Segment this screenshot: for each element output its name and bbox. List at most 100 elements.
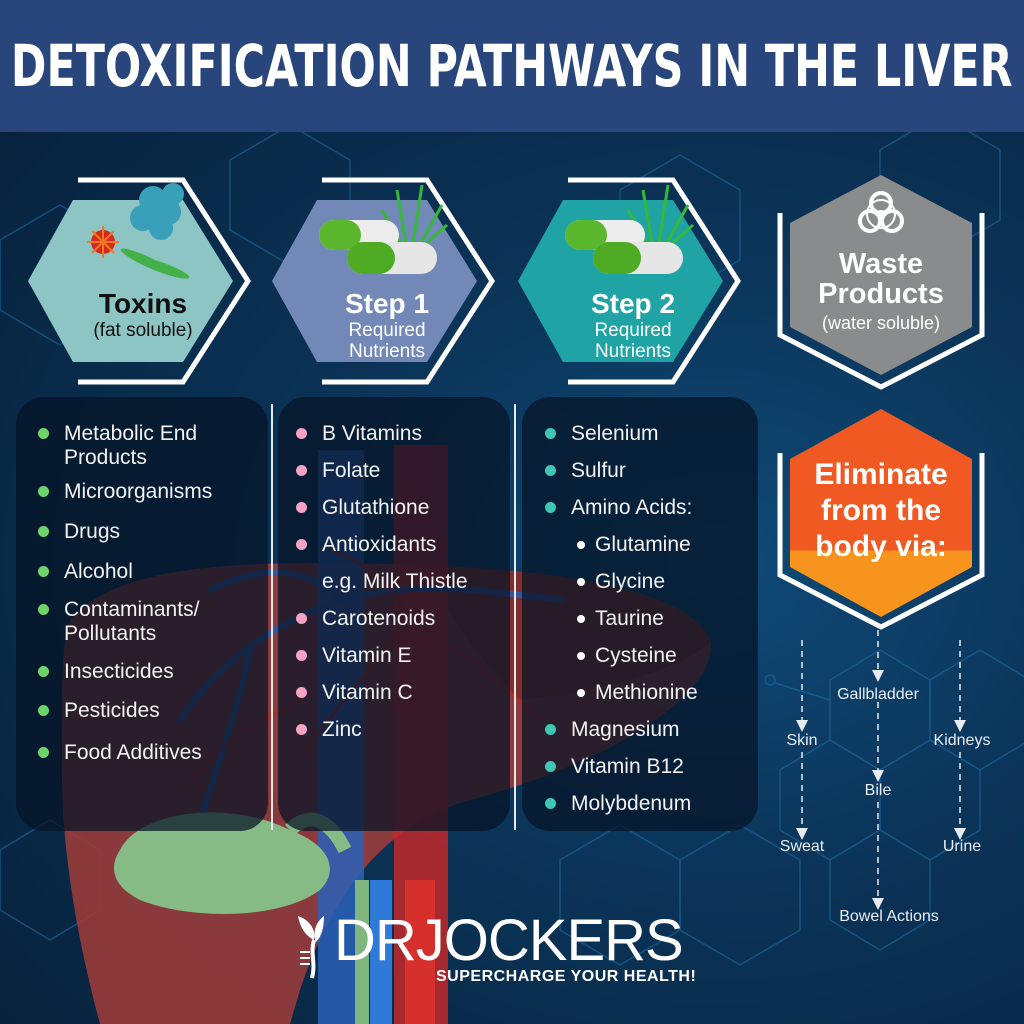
bullet-icon [38, 705, 49, 716]
route-skin: Skin [786, 732, 818, 749]
leaf-dna-icon [298, 916, 324, 979]
route-kidneys: Kidneys [933, 732, 991, 749]
list-item: Zinc [296, 718, 506, 742]
step1-panel [278, 397, 510, 831]
list-item: Food Additives [38, 741, 266, 765]
drjockers-logo: DRJOCKERS SUPERCHARGE YOUR HEALTH! [290, 912, 710, 992]
bullet-icon [38, 747, 49, 758]
list-item-note: e.g. Milk Thistle [322, 570, 468, 593]
bullet-icon [545, 465, 556, 476]
step2-list: Selenium Sulfur Amino Acids: Glutamine G… [545, 422, 755, 816]
stage-subtitle-line1: Required [348, 320, 426, 341]
stage-step1: Step 1 Required Nutrients [272, 170, 502, 392]
bullet-icon [38, 604, 49, 615]
bullet-icon [296, 465, 307, 476]
sub-bullet-icon [577, 541, 585, 549]
biohazard-icon [858, 191, 904, 233]
sub-bullet-icon [577, 652, 585, 660]
stage-subtitle: Required Nutrients [518, 320, 748, 362]
microbes-icon [87, 183, 190, 279]
list-item: Molybdenum [545, 792, 755, 816]
list-item: Antioxidants [296, 533, 506, 557]
list-item: B Vitamins [296, 422, 506, 446]
bullet-icon [296, 613, 307, 624]
capsules-herb-icon [565, 184, 694, 274]
bullet-icon [38, 486, 49, 497]
column-divider [514, 404, 516, 830]
bullet-icon [545, 724, 556, 735]
stage-subtitle: (water soluble) [821, 313, 941, 333]
stage-title-line2: Products [818, 278, 944, 310]
step1-list: B Vitamins Folate Glutathione Antioxidan… [296, 422, 506, 742]
list-item: Carotenoids [296, 607, 506, 631]
eliminate-line1: Eliminate [814, 458, 948, 491]
stage-toxins: Toxins (fat soluble) [28, 170, 258, 392]
bullet-icon [545, 502, 556, 513]
stage-subtitle-line1: Required [594, 320, 672, 341]
sub-bullet-icon [577, 689, 585, 697]
step2-panel [522, 397, 758, 831]
bullet-icon [296, 428, 307, 439]
bullet-icon [38, 666, 49, 677]
route-urine: Urine [942, 838, 982, 855]
logo-wordmark: DRJOCKERS [334, 908, 684, 973]
toxins-list: Metabolic End Products Microorganisms Dr… [38, 422, 266, 765]
logo-tagline: SUPERCHARGE YOUR HEALTH! [436, 968, 697, 985]
sub-bullet-icon [577, 578, 585, 586]
stage-title: Waste Products [772, 249, 990, 309]
list-item: Folate [296, 459, 506, 483]
list-item: Insecticides [38, 660, 266, 684]
sub-list-item: Taurine [545, 607, 755, 631]
stage-title: Step 2 [590, 288, 676, 319]
bullet-icon [545, 428, 556, 439]
bullet-icon [296, 650, 307, 661]
bullet-icon [545, 798, 556, 809]
stage-title: Toxins [98, 288, 188, 319]
sub-list-item: Glycine [545, 570, 755, 594]
stage-subtitle-line2: Nutrients [348, 341, 426, 362]
route-bile: Bile [864, 782, 892, 799]
stage-title: Step 1 [344, 288, 430, 319]
title-banner: DETOXIFICATION PATHWAYS IN THE LIVER [0, 0, 1024, 132]
column-divider [271, 404, 273, 830]
list-item: Selenium [545, 422, 755, 446]
list-item: Glutathione [296, 496, 506, 520]
elimination-routes-arrows [796, 630, 966, 910]
list-item: Drugs [38, 520, 266, 544]
eliminate-line2: from the [821, 494, 941, 527]
list-item: Alcohol [38, 560, 266, 584]
toxins-panel [16, 397, 268, 831]
list-item: Amino Acids: [545, 496, 755, 520]
stage-step2: Step 2 Required Nutrients [518, 170, 748, 392]
sub-bullet-icon [577, 615, 585, 623]
list-item: Vitamin E [296, 644, 506, 668]
list-item: Contaminants/ [38, 598, 266, 622]
list-item-continuation: Pollutants [64, 622, 157, 645]
stage-waste: Waste Products (water soluble) [772, 165, 990, 395]
stage-subtitle: (fat soluble) [93, 320, 193, 341]
bullet-icon [545, 761, 556, 772]
sub-list-item: Glutamine [545, 533, 755, 557]
bullet-icon [38, 428, 49, 439]
sub-list-item: Cysteine [545, 644, 755, 668]
bullet-icon [296, 687, 307, 698]
bullet-icon [296, 539, 307, 550]
bullet-icon [38, 526, 49, 537]
list-item: Magnesium [545, 718, 755, 742]
list-item: Pesticides [38, 699, 266, 723]
list-item: Vitamin C [296, 681, 506, 705]
list-item: Microorganisms [38, 480, 266, 504]
bullet-icon [296, 724, 307, 735]
list-item-continuation: Products [64, 446, 147, 469]
sub-list-item: Methionine [545, 681, 755, 705]
bullet-icon [38, 566, 49, 577]
eliminate-line3: body via: [815, 530, 947, 563]
stage-subtitle-line2: Nutrients [594, 341, 672, 362]
list-item: Vitamin B12 [545, 755, 755, 779]
eliminate-text: Eliminate from the body via: [772, 457, 990, 565]
bullet-icon [296, 502, 307, 513]
route-gallbladder: Gallbladder [837, 686, 919, 703]
stage-title-line1: Waste [838, 248, 924, 280]
stage-subtitle: Required Nutrients [272, 320, 502, 362]
route-sweat: Sweat [779, 838, 825, 855]
